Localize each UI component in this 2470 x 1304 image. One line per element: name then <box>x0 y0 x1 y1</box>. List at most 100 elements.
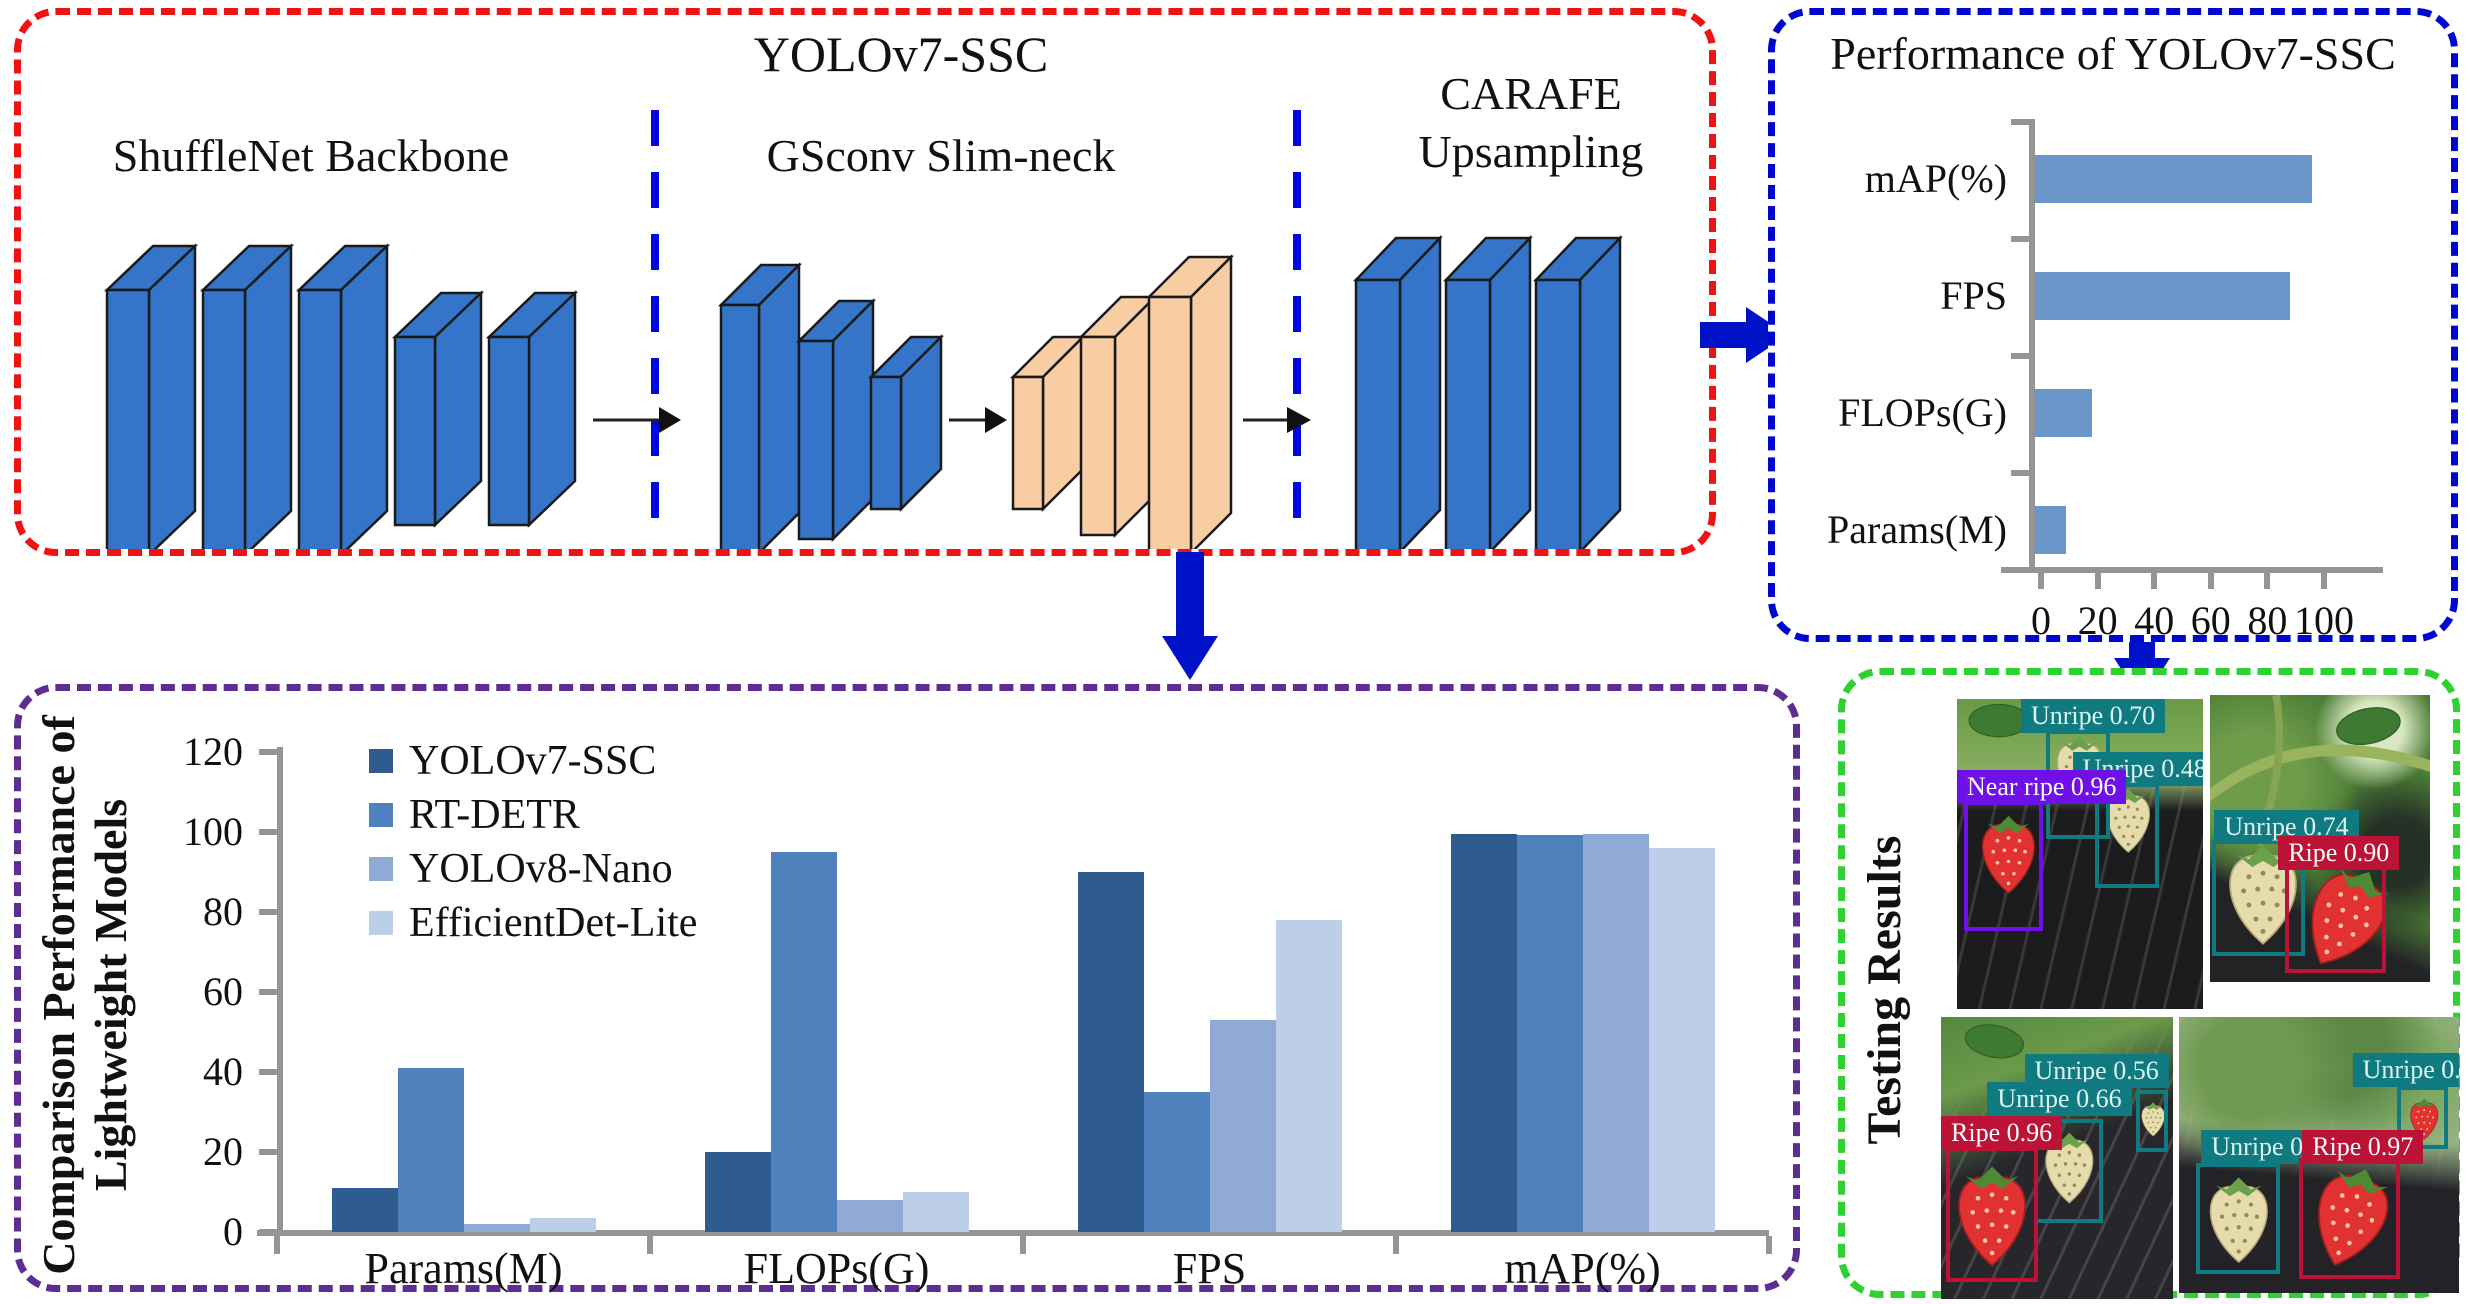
comparison-bar <box>398 1068 464 1232</box>
comparison-bar <box>332 1188 398 1232</box>
neck-gsconv-block <box>831 297 875 543</box>
legend-label: RT-DETR <box>409 792 580 838</box>
y-axis-tick <box>259 989 277 995</box>
carafe-block <box>1398 234 1442 549</box>
architecture-panel: YOLOv7-SSC ShuffleNet Backbone GSconv Sl… <box>14 8 1716 556</box>
backbone-block <box>339 243 389 549</box>
detection-box <box>2195 1163 2280 1274</box>
x-axis-tick <box>2264 573 2271 589</box>
detection-label: Unripe 0.70 <box>2020 699 2166 733</box>
comparison-bar <box>1210 1020 1276 1232</box>
y-axis-line <box>2029 119 2035 573</box>
carafe-block <box>1578 234 1622 549</box>
neck-orange-block <box>1011 375 1045 511</box>
neck-gsconv-block <box>757 261 801 549</box>
x-axis-tick-label: 20 <box>2077 598 2118 643</box>
performance-bar <box>2035 506 2066 554</box>
comparison-bar <box>530 1218 596 1232</box>
carafe-block <box>1354 278 1402 549</box>
backbone-block <box>147 243 197 549</box>
comparison-bar <box>1583 834 1649 1232</box>
testing-results-label: Testing Results <box>1858 835 1911 1145</box>
x-axis-tick-label: 0 <box>2031 598 2051 643</box>
stage-arrowhead-icon <box>1287 407 1311 433</box>
neck-orange-block <box>1189 253 1233 549</box>
legend-swatch <box>369 803 393 827</box>
comparison-bar <box>1276 920 1342 1232</box>
detection-label: Unripe 0.66 <box>1987 1081 2132 1116</box>
comparison-bar <box>1144 1092 1210 1232</box>
legend-label: EfficientDet-Lite <box>409 900 698 946</box>
x-axis-tick <box>1766 1236 1772 1254</box>
carafe-block <box>1488 234 1532 549</box>
stage-arrowhead-icon <box>985 407 1007 433</box>
detection-label: Ripe 0.97 <box>2302 1130 2424 1165</box>
architecture-diagram <box>103 110 1623 549</box>
detection-label: Unripe 0.70 <box>2352 1052 2459 1087</box>
y-axis-tick <box>259 1149 277 1155</box>
performance-bar <box>2035 389 2092 437</box>
x-axis-tick <box>2207 573 2214 589</box>
comparison-panel: Comparison Performance of Lightweight Mo… <box>14 684 1800 1293</box>
legend-label: YOLOv7-SSC <box>409 738 657 784</box>
x-axis-tick <box>647 1236 653 1254</box>
backbone-block <box>201 288 247 549</box>
detection-box <box>2284 861 2386 974</box>
x-axis-line <box>257 1230 1769 1236</box>
y-axis-tick-label: 100 <box>183 809 243 854</box>
legend-swatch <box>369 911 393 935</box>
x-axis-tick <box>2038 573 2044 589</box>
comparison-bar <box>1649 848 1715 1232</box>
y-axis-tick <box>2011 236 2029 242</box>
neck-gsconv-block <box>797 339 835 541</box>
x-axis-tick-label: 80 <box>2247 598 2288 643</box>
legend-label: YOLOv8-Nano <box>409 846 673 892</box>
x-axis-tick <box>2094 573 2101 589</box>
stage-arrowhead-icon <box>659 407 681 433</box>
performance-bar <box>2035 155 2312 203</box>
carafe-block <box>1534 278 1582 549</box>
x-axis-tick <box>1020 1236 1026 1254</box>
bar-group-label: Params(M) <box>364 1244 563 1293</box>
detection-label: Unripe 0.48 <box>2072 751 2203 786</box>
bar-category-label: mAP(%) <box>1864 156 2007 201</box>
neck-gsconv-block <box>869 375 903 511</box>
x-axis-line <box>2001 567 2383 573</box>
backbone-block <box>487 335 531 527</box>
detection-label: Ripe 0.96 <box>1941 1115 2063 1150</box>
comparison-bar <box>464 1224 530 1232</box>
architecture-title: YOLOv7-SSC <box>753 26 1049 82</box>
x-axis-tick <box>2151 573 2158 589</box>
detection-label: Ripe 0.90 <box>2278 835 2400 870</box>
y-axis-tick <box>2011 353 2029 359</box>
y-axis-tick <box>2011 470 2029 476</box>
detection-box <box>1964 801 2044 932</box>
y-axis-tick-label: 120 <box>183 729 243 774</box>
y-axis-tick <box>259 1069 277 1075</box>
legend-swatch <box>369 749 393 773</box>
y-axis-tick <box>259 909 277 915</box>
y-axis-tick-label: 80 <box>203 889 243 934</box>
x-axis-tick-label: 100 <box>2294 598 2354 643</box>
upsampling-section-label-line2: Upsampling <box>1418 126 1644 177</box>
comparison-bar <box>1451 834 1517 1232</box>
comparison-bar <box>903 1192 969 1232</box>
x-axis-tick <box>274 1236 280 1254</box>
detection-box <box>1945 1146 2039 1283</box>
bar-category-label: FPS <box>1940 273 2007 318</box>
comparison-bar <box>771 852 837 1232</box>
x-axis-tick-label: 40 <box>2134 598 2175 643</box>
performance-chart-title: Performance of YOLOv7-SSC <box>1830 28 2396 79</box>
detection-label: Near ripe 0.96 <box>1957 770 2127 805</box>
neck-orange-block <box>1147 295 1193 549</box>
y-axis-tick <box>259 1229 277 1235</box>
